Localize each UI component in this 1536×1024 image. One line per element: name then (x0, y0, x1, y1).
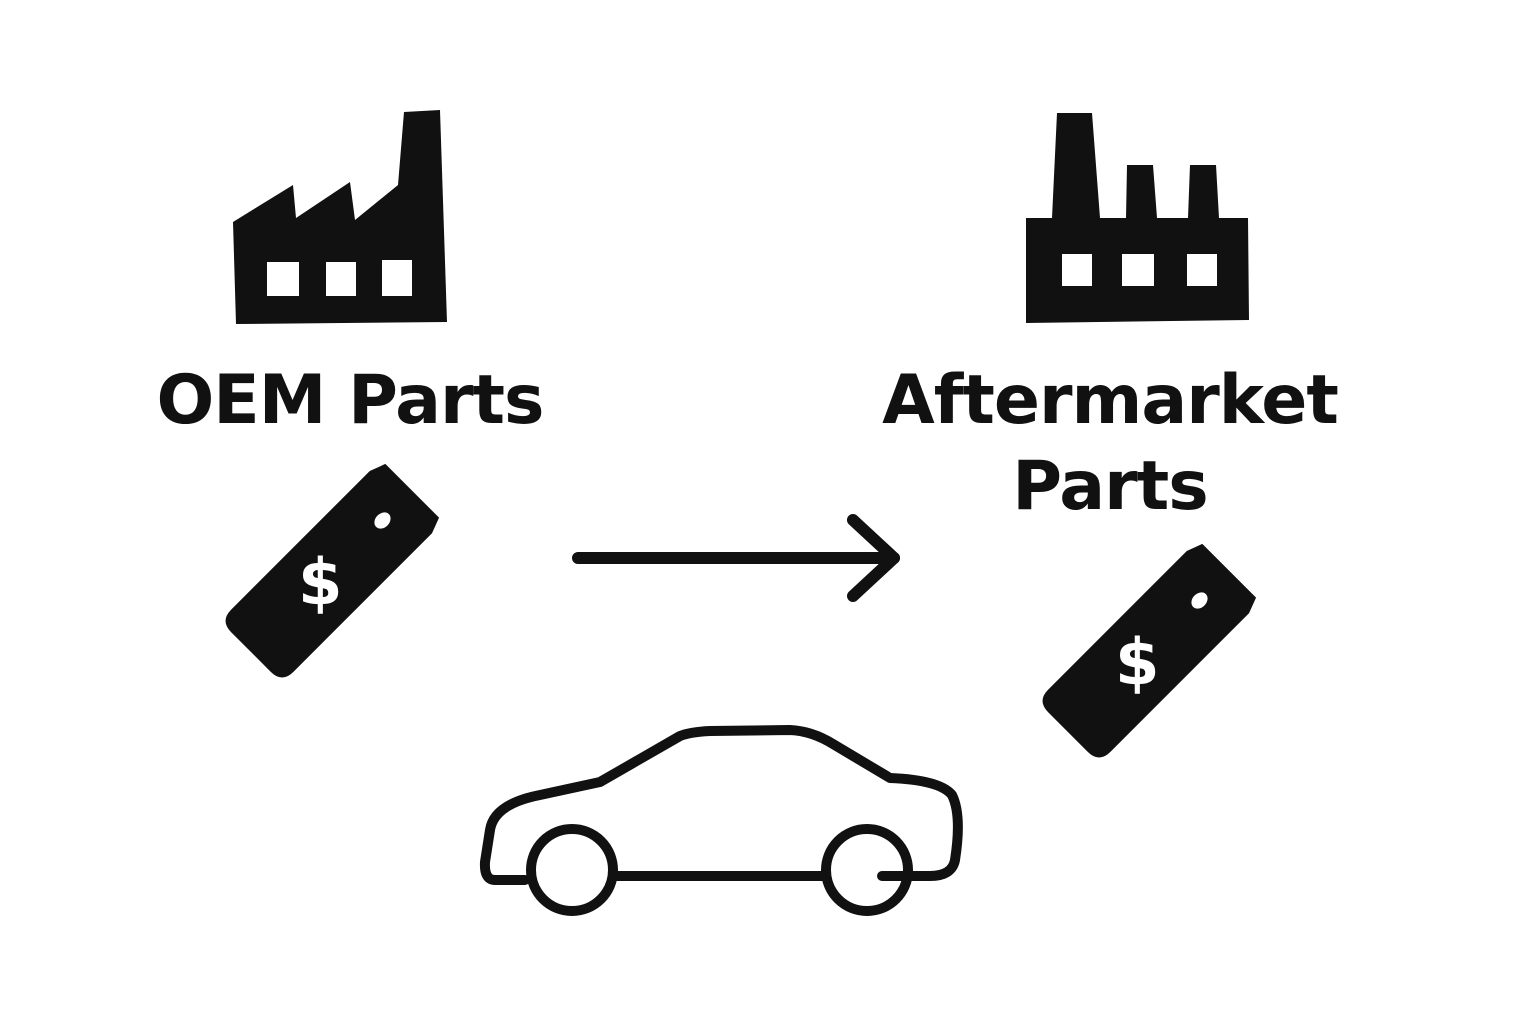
svg-text:$: $ (1115, 627, 1160, 701)
oem-parts-label: OEM Parts (156, 361, 544, 440)
factory-smokestacks-icon (1026, 113, 1249, 323)
aftermarket-parts-label: Aftermarket Parts (860, 358, 1360, 530)
arrow-right-icon (572, 514, 900, 602)
car-outline-icon (479, 725, 963, 916)
aftermarket-label-line1: Aftermarket (882, 361, 1339, 440)
factory-sawtooth-icon (233, 110, 447, 324)
price-tag-dollar-icon: $ (1042, 543, 1257, 758)
aftermarket-label-line2: Parts (1012, 447, 1208, 526)
price-tag-dollar-icon: $ (225, 463, 440, 678)
svg-text:$: $ (298, 547, 343, 621)
